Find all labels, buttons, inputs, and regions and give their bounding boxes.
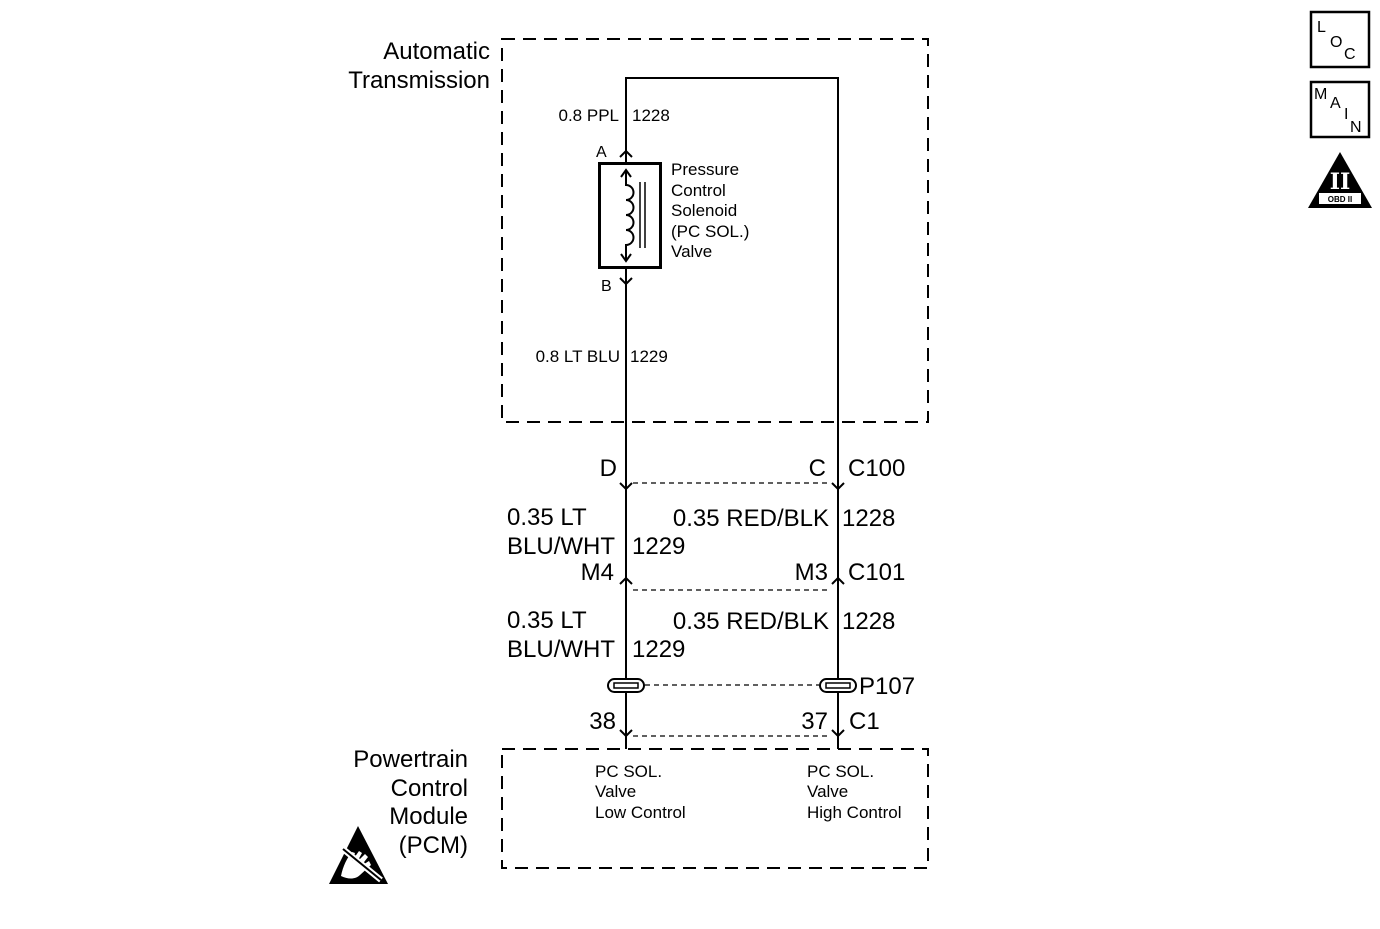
harness-upper-left-spec-line-1: 0.35 LT	[507, 504, 587, 531]
main-button-frame	[1309, 80, 1371, 139]
pcm-high-control-line-3: High Control	[807, 803, 902, 822]
pcm-high-control-line-2: Valve	[807, 782, 848, 801]
pcm-high-control-line-1: PC SOL.	[807, 762, 874, 781]
c1-right-chevron-icon	[831, 729, 845, 738]
harness-upper-right-spec: 0.35 RED/BLK	[673, 505, 829, 532]
terminal-b-label: B	[601, 278, 612, 295]
harness-upper-left-circuit: 1229	[632, 533, 685, 560]
solenoid-down-arrow-icon	[620, 253, 632, 263]
harness-lower-right-spec: 0.35 RED/BLK	[673, 608, 829, 635]
c100-right-pin-label: C	[809, 455, 826, 482]
pcm-title-line-3: Module	[389, 803, 468, 830]
esd-hand-shape	[341, 851, 371, 879]
c100-connector-label: C100	[848, 455, 905, 482]
connector-c1: 38 37 C1	[589, 708, 880, 738]
wire-circuit-1228	[625, 77, 839, 749]
loc-letter-o: O	[1330, 34, 1342, 51]
c100-left-pin-label: D	[600, 455, 617, 482]
pressure-control-solenoid	[598, 162, 662, 269]
pcm-title-line-1: Powertrain	[353, 746, 468, 773]
main-letter-i: I	[1344, 106, 1348, 123]
p107-connector-label: P107	[859, 673, 915, 700]
pcm-boundary	[501, 748, 929, 869]
automatic-transmission-title-line-1: Automatic	[383, 38, 490, 65]
c101-left-pin-label: M4	[581, 559, 614, 586]
pcm-title-line-4: (PCM)	[399, 832, 468, 859]
harness-lower-left-spec-line-1: 0.35 LT	[507, 607, 587, 634]
terminal-a-chevron-icon	[619, 149, 633, 158]
c101-connector-label: C101	[848, 559, 905, 586]
c101-right-chevron-icon	[831, 576, 845, 585]
loc-button-frame	[1309, 10, 1371, 69]
solenoid-up-arrow-icon	[620, 168, 632, 178]
p107-left-terminal-core	[613, 682, 639, 689]
obd-ii-icon: II OBD II	[1308, 152, 1372, 208]
pcm-title-line-2: Control	[391, 775, 468, 802]
pcm-low-control-line-2: Valve	[595, 782, 636, 801]
main-letter-m: M	[1314, 86, 1327, 103]
c100-left-chevron-icon	[619, 482, 633, 491]
automatic-transmission-boundary	[501, 38, 929, 423]
loc-button[interactable]: L O C	[1309, 10, 1371, 69]
main-letter-a: A	[1330, 95, 1341, 112]
p107-left-terminal-icon	[607, 678, 645, 693]
obd-ii-label-strip	[1319, 193, 1361, 204]
c1-connector-label: C1	[849, 708, 880, 735]
p107-right-terminal-core	[825, 682, 851, 689]
solenoid-coil-icon	[625, 171, 635, 261]
connector-c100: D C C100	[600, 455, 905, 491]
solenoid-label-line-4: (PC SOL.)	[671, 222, 749, 241]
harness-lower-left-circuit: 1229	[632, 636, 685, 663]
connector-p107: P107	[607, 673, 915, 700]
esd-slash	[342, 848, 382, 881]
terminal-b-chevron-icon	[619, 277, 633, 286]
solenoid-label-line-3: Solenoid	[671, 201, 737, 220]
automatic-transmission-title-line-2: Transmission	[348, 67, 490, 94]
harness-upper-left-spec-line-2: BLU/WHT	[507, 533, 615, 560]
solenoid-label-line-2: Control	[671, 181, 726, 200]
harness-upper-right-circuit: 1228	[842, 505, 895, 532]
lower-wire-circuit: 1229	[630, 347, 668, 366]
c1-left-chevron-icon	[619, 729, 633, 738]
c1-left-pin-label: 38	[589, 708, 616, 735]
obd-ii-label: OBD II	[1328, 195, 1352, 204]
pcm-low-control-line-1: PC SOL.	[595, 762, 662, 781]
connector-c101: M4 M3 C101	[581, 559, 905, 591]
c1-right-pin-label: 37	[801, 708, 828, 735]
c100-right-chevron-icon	[831, 482, 845, 491]
harness-lower-left-spec-line-2: BLU/WHT	[507, 636, 615, 663]
solenoid-label-line-1: Pressure	[671, 160, 739, 179]
upper-wire-spec: 0.8 PPL	[559, 106, 620, 125]
loc-letter-c: C	[1344, 46, 1356, 63]
main-letter-n: N	[1350, 119, 1362, 136]
solenoid-label-line-5: Valve	[671, 242, 712, 261]
main-button[interactable]: M A I N	[1309, 80, 1371, 139]
obd-ii-numeral: II	[1330, 169, 1351, 195]
terminal-a-label: A	[596, 144, 607, 161]
c101-right-pin-label: M3	[795, 559, 828, 586]
p107-right-terminal-icon	[819, 678, 857, 693]
esd-sensitive-icon	[329, 826, 388, 884]
loc-letter-l: L	[1317, 19, 1326, 36]
pcm-low-control-line-3: Low Control	[595, 803, 686, 822]
upper-wire-circuit: 1228	[632, 106, 670, 125]
harness-lower-right-circuit: 1228	[842, 608, 895, 635]
c101-left-chevron-icon	[619, 576, 633, 585]
lower-wire-spec: 0.8 LT BLU	[536, 347, 620, 366]
